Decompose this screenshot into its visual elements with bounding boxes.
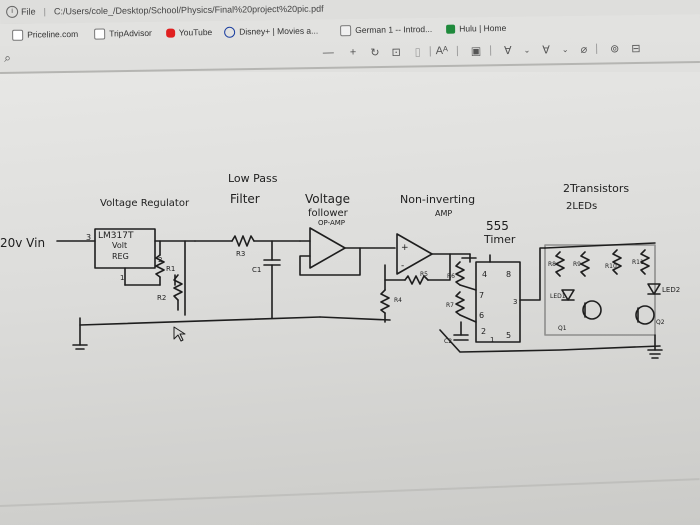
led2-label: LED2 <box>662 286 680 294</box>
q1-label: Q1 <box>558 325 567 332</box>
noninv-title-1: Non-inverting <box>400 193 475 206</box>
transistors-title-1: 2Transistors <box>563 182 629 195</box>
ground-rail <box>79 316 321 326</box>
reg-pin-out: 2 <box>158 256 162 264</box>
input-label: 20v Vin <box>0 236 45 250</box>
timer-pin: 4 <box>482 270 487 279</box>
transistor-q2 <box>635 305 655 325</box>
follower-title-1: Voltage <box>305 192 350 206</box>
noninv-plus: + <box>401 243 409 253</box>
resistor-r8 <box>555 251 565 277</box>
r3-label: R3 <box>236 250 245 258</box>
r5-label: R5 <box>420 271 428 278</box>
timer-title-1: 555 <box>486 219 509 233</box>
r10-label: R10 <box>605 263 617 270</box>
r9-label: R9 <box>573 261 581 268</box>
regulator-title: Voltage Regulator <box>100 198 190 209</box>
c2-label: C2 <box>444 338 452 345</box>
noninv-title-2: AMP <box>435 209 452 218</box>
transistor-q1 <box>582 300 602 320</box>
follower-title-2: follower <box>308 208 349 219</box>
timer-pin: 6 <box>479 311 484 320</box>
follower-title-3: OP-AMP <box>318 219 345 227</box>
transistors-title-2: 2LEDs <box>566 201 597 212</box>
regulator-line3: REG <box>112 252 129 261</box>
regulator-line2: Volt <box>112 241 127 250</box>
resistor-r3 <box>231 235 255 247</box>
regulator-part: LM317T <box>98 231 134 241</box>
timer-pin: 3 <box>513 298 517 306</box>
led-2 <box>647 283 661 295</box>
resistor-r6 <box>455 261 465 286</box>
mouse-cursor-icon <box>173 326 186 342</box>
reg-pin-adj: 1 <box>120 274 124 282</box>
resistor-r7 <box>455 291 465 316</box>
led-1 <box>561 289 575 301</box>
timer-555-box <box>475 261 521 343</box>
opamp-noninverting <box>396 233 433 275</box>
resistor-r1 <box>155 254 165 278</box>
timer-pin: 8 <box>506 270 511 279</box>
noninv-minus: - <box>401 261 404 271</box>
resistor-r2 <box>173 274 183 301</box>
led1-label: LED1 <box>550 293 566 300</box>
timer-pin: 1 <box>490 336 494 344</box>
opamp-follower <box>309 227 346 269</box>
r1-label: R1 <box>166 265 175 273</box>
reg-pin-in: 3 <box>86 233 91 242</box>
resistor-r4 <box>380 289 390 314</box>
q2-label: Q2 <box>656 319 665 326</box>
lowpass-title-2: Filter <box>230 192 260 206</box>
r2-label: R2 <box>157 294 166 302</box>
timer-title-2: Timer <box>483 233 516 246</box>
r4-label: R4 <box>394 297 402 304</box>
resistor-r9 <box>580 251 590 277</box>
timer-pin: 7 <box>479 291 484 300</box>
lowpass-title-1: Low Pass <box>228 172 278 185</box>
timer-pin: 5 <box>506 331 511 340</box>
c1-label: C1 <box>252 266 261 274</box>
r8-label: R8 <box>548 261 556 268</box>
timer-pin: 2 <box>481 327 486 336</box>
pdf-page <box>0 72 700 525</box>
resistor-r11 <box>640 249 650 275</box>
r11-label: R11 <box>632 259 644 266</box>
r6-label: R6 <box>447 273 455 280</box>
resistor-r5 <box>404 275 429 285</box>
resistor-r10 <box>612 249 622 275</box>
r7-label: R7 <box>446 302 454 309</box>
